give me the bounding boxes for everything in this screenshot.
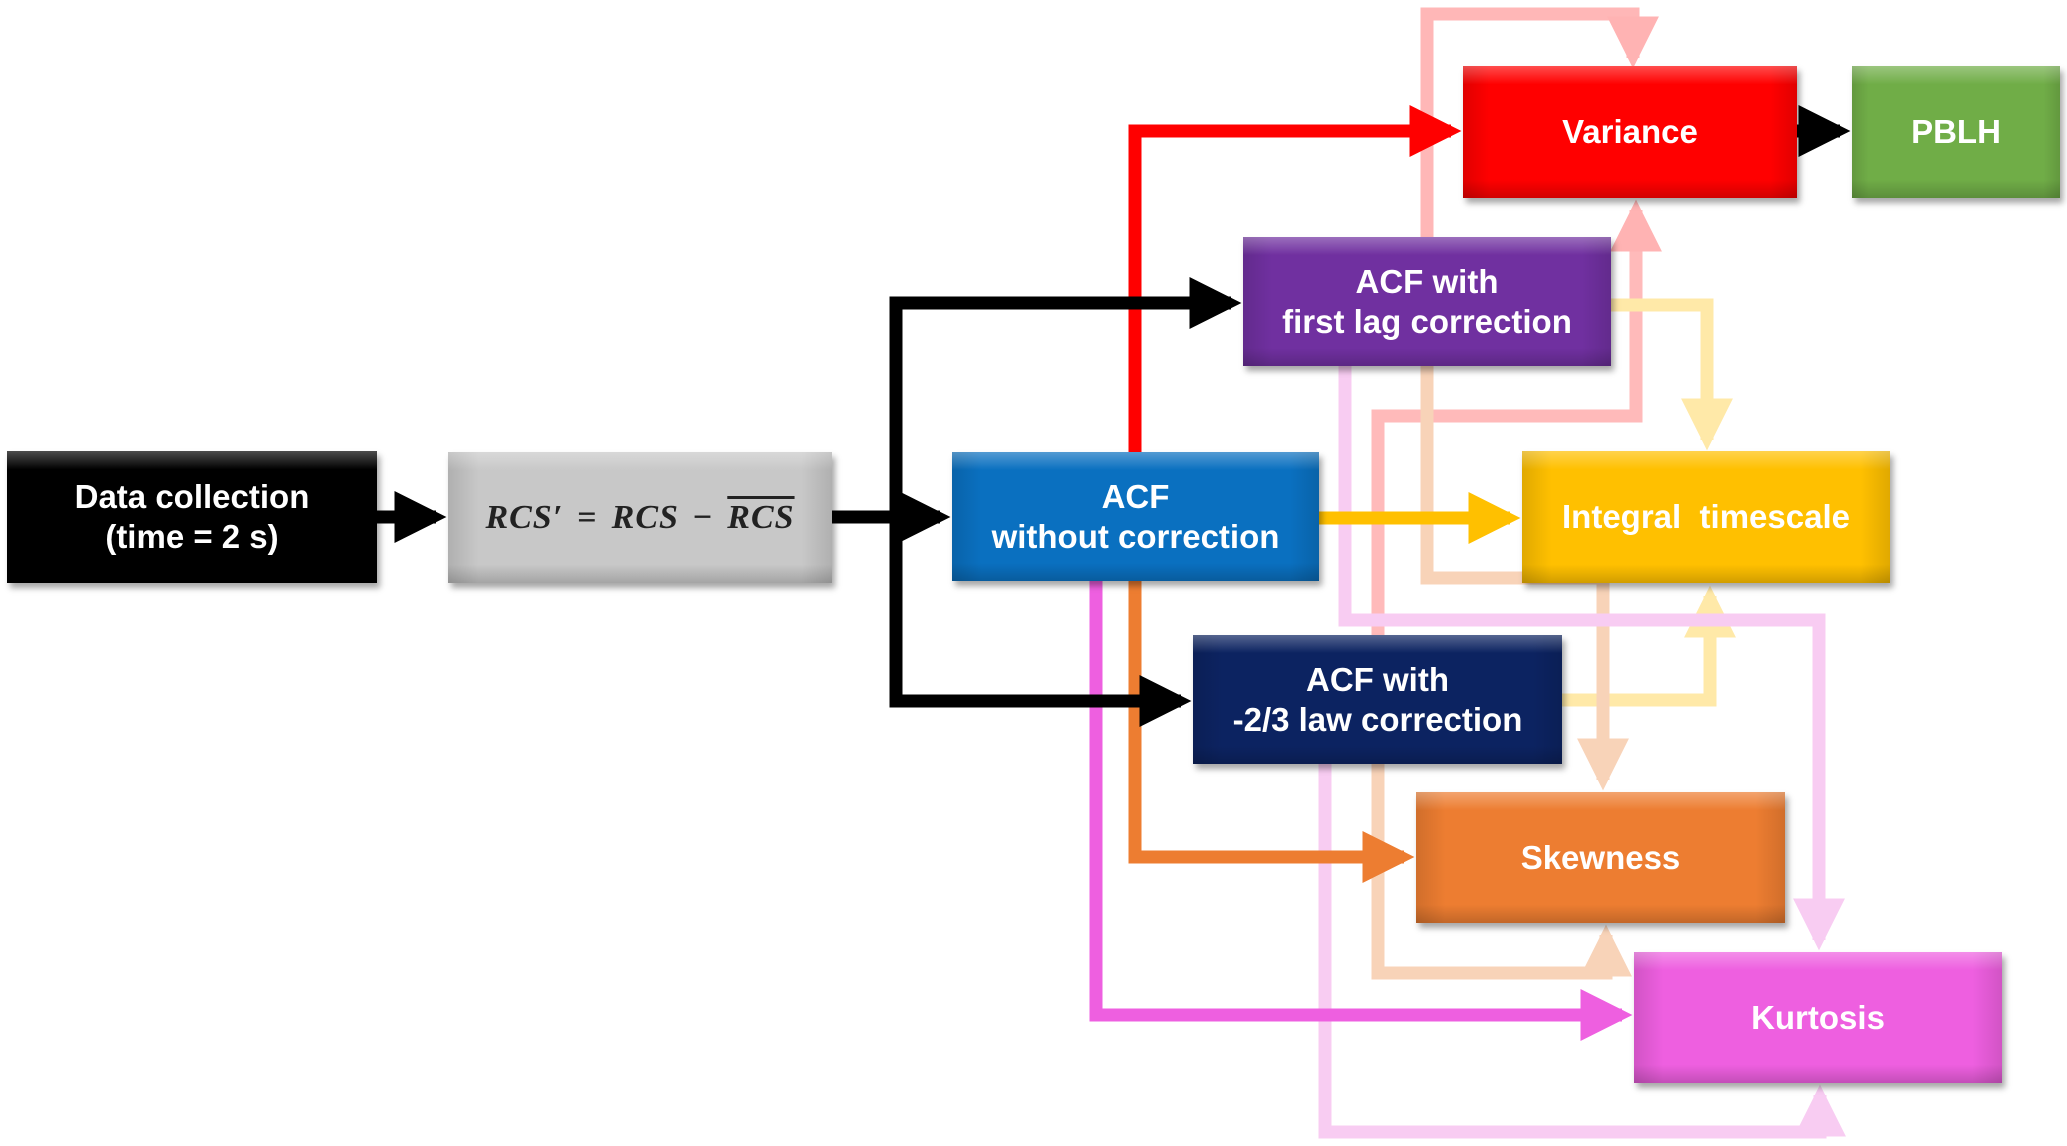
node-data-collection: Data collection (time = 2 s) bbox=[7, 451, 377, 583]
formula-equals: = bbox=[577, 498, 598, 536]
edge-rcs-twothirds bbox=[889, 517, 1192, 727]
node-acf-first-lag: ACF with first lag correction bbox=[1243, 237, 1611, 366]
acf-without-label-line1: ACF bbox=[1101, 477, 1170, 515]
formula-minus: − bbox=[692, 498, 714, 536]
edge-acfwithout-variance bbox=[1128, 105, 1462, 452]
acf-two-thirds-label-line1: ACF with bbox=[1306, 660, 1449, 698]
node-variance: Variance bbox=[1463, 66, 1797, 198]
skewness-label: Skewness bbox=[1520, 838, 1681, 876]
edge-firstlag-integral bbox=[1611, 298, 1733, 451]
node-skewness: Skewness bbox=[1416, 792, 1785, 923]
variance-label: Variance bbox=[1562, 113, 1698, 150]
node-acf-without-correction: ACF without correction bbox=[952, 452, 1319, 581]
acf-first-lag-label-line2: first lag correction bbox=[1282, 302, 1572, 340]
node-pblh: PBLH bbox=[1852, 66, 2060, 198]
node-kurtosis: Kurtosis bbox=[1634, 952, 2002, 1083]
edge-rcs-firstlag bbox=[889, 277, 1242, 517]
edge-twothirds-kurtosis bbox=[1318, 764, 1846, 1139]
integral-timescale-label: Integral timescale bbox=[1562, 498, 1850, 535]
edge-firstlag-kurtosis bbox=[1338, 366, 1845, 951]
data-collection-label-line2: (time = 2 s) bbox=[105, 518, 279, 555]
edge-twothirds-variance bbox=[1371, 199, 1662, 635]
edge-twothirds-integral bbox=[1562, 585, 1736, 707]
acf-without-label-line2: without correction bbox=[991, 517, 1280, 555]
edge-acfwithout-kurtosis bbox=[1089, 581, 1633, 1041]
edge-acfwithout-skewness bbox=[1128, 581, 1415, 883]
formula-term2-mean: RCS bbox=[727, 498, 795, 536]
acf-two-thirds-label-line2: -2/3 law correction bbox=[1232, 700, 1523, 738]
edge-firstlag-skewness bbox=[1420, 366, 1629, 791]
formula-lhs: RCS′ bbox=[485, 498, 564, 536]
acf-first-lag-label-line1: ACF with bbox=[1355, 262, 1499, 300]
node-acf-two-thirds-law: ACF with -2/3 law correction bbox=[1193, 635, 1562, 764]
kurtosis-label: Kurtosis bbox=[1751, 998, 1885, 1036]
pblh-label: PBLH bbox=[1911, 113, 2001, 150]
node-rcs-formula: RCS′ = RCS − RCS bbox=[448, 452, 832, 583]
data-collection-label-line1: Data collection bbox=[74, 478, 310, 515]
formula-term1: RCS bbox=[611, 498, 679, 536]
node-integral-timescale: Integral timescale bbox=[1522, 451, 1890, 583]
